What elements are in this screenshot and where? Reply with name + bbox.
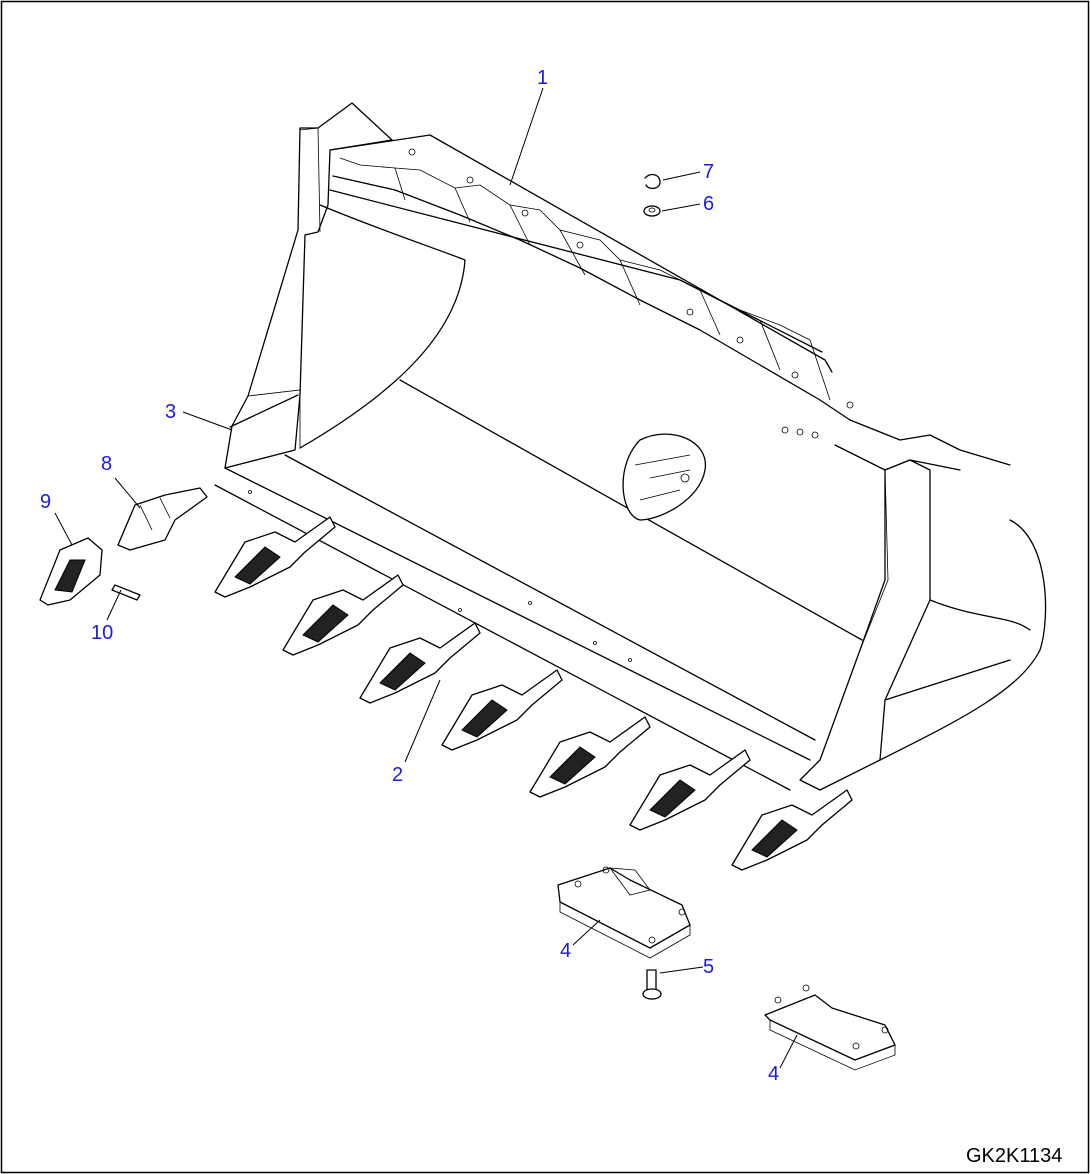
wear-plate-upper	[557, 866, 691, 959]
drawing-id-label: GK2K1134	[966, 1145, 1062, 1167]
callout-labels: 1 2 3 4 4 5 6 7 8 9 10	[40, 67, 779, 1085]
bucket-assembly	[214, 102, 1047, 791]
callout-4-upper: 4	[560, 940, 571, 962]
clip-part	[644, 173, 661, 190]
tooth-row	[214, 516, 853, 871]
wear-plate-lower	[764, 984, 896, 1071]
callout-4-lower: 4	[768, 1063, 779, 1085]
callout-2: 2	[392, 764, 403, 786]
callout-5: 5	[703, 956, 714, 978]
callout-7: 7	[703, 161, 714, 183]
callout-9: 9	[40, 491, 51, 513]
callout-8: 8	[101, 453, 112, 475]
loose-adapter	[117, 487, 208, 551]
callout-6: 6	[703, 193, 714, 215]
leader-lines	[54, 87, 798, 1069]
callout-3: 3	[165, 401, 176, 423]
callout-1: 1	[537, 67, 548, 89]
loose-pin	[111, 584, 141, 601]
callout-10: 10	[91, 622, 113, 644]
side-cutter	[229, 394, 299, 428]
loose-tooth	[39, 537, 103, 606]
bolt-part	[642, 969, 662, 1000]
washer-part	[643, 205, 661, 217]
